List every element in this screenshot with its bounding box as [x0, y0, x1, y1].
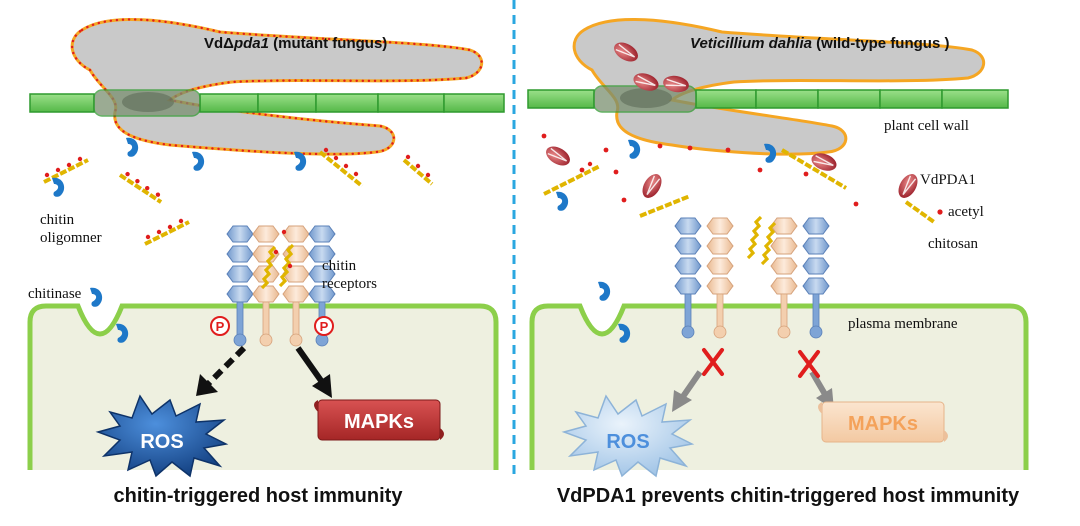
deacetylated-chitin-icon	[746, 215, 763, 260]
vdpda1-legend-icon	[893, 170, 923, 202]
svg-text:P: P	[216, 319, 225, 334]
blocked-arrow	[679, 370, 703, 400]
svg-text:MAPKs: MAPKs	[344, 411, 414, 433]
left-panel: P P ROS MAPKs VdΔpda1 (mutant fungus) ch…	[27, 18, 505, 507]
chitin-oligomer-icon	[143, 216, 191, 246]
phospho-icon: P	[210, 316, 230, 336]
chitinase-icon	[598, 281, 611, 301]
vdpda1-icon	[637, 170, 667, 202]
blocked-arrow	[809, 370, 829, 398]
phospho-icon: P	[314, 316, 334, 336]
chitinase-icon	[126, 137, 139, 157]
chitosan-icon	[639, 194, 691, 218]
plant-cell-wall-label: plant cell wall	[884, 118, 969, 134]
acetyl-dot-icon	[541, 133, 859, 207]
chitosan-icon	[543, 161, 601, 196]
right-caption: VdPDA1 prevents chitin-triggered host im…	[557, 485, 1020, 507]
chitin-oligomer-label-1: chitin	[40, 212, 75, 228]
chitinase-icon	[90, 287, 103, 307]
chitin-oligomer-label-2: oligomner	[40, 230, 102, 246]
chitinase-icon	[556, 191, 569, 211]
svg-text:P: P	[320, 319, 329, 334]
plant-cell-wall	[29, 89, 505, 117]
right-title: Veticillium dahlia (wild-type fungus )	[690, 35, 949, 52]
dashed-arrow	[205, 345, 247, 387]
chitin-receptors-label-2: receptors	[322, 276, 377, 292]
ros-burst-inactive: ROS	[561, 394, 695, 478]
chitin-oligomer-icon	[118, 160, 166, 216]
chitosan-legend-icon	[904, 200, 936, 224]
vdpda1-legend-label: VdPDA1	[920, 172, 976, 188]
chitosan-icon	[780, 148, 848, 190]
plant-cell-wall	[527, 85, 1009, 113]
plasma-membrane-label: plasma membrane	[848, 316, 958, 332]
svg-text:ROS: ROS	[140, 431, 183, 453]
solid-arrow	[295, 346, 325, 384]
mapks-box: MAPKs	[314, 399, 444, 441]
svg-text:ROS: ROS	[606, 431, 649, 453]
chitosan-legend-label: chitosan	[928, 236, 978, 252]
chitinase-icon	[628, 139, 641, 159]
ros-burst: ROS	[95, 394, 229, 478]
chitin-oligomer-icon	[318, 147, 364, 188]
chitin-oligomer-icon	[402, 154, 434, 186]
block-x-icon	[798, 350, 820, 378]
chitinase-label: chitinase	[28, 286, 82, 302]
left-caption: chitin-triggered host immunity	[114, 485, 404, 507]
chitinase-icon	[192, 151, 205, 171]
chitinase-icon	[52, 177, 65, 197]
acetyl-legend-label: acetyl	[948, 204, 984, 220]
mapks-box-inactive: MAPKs	[818, 401, 948, 443]
left-title: VdΔpda1 (mutant fungus)	[204, 35, 387, 52]
acetyl-legend-icon	[937, 209, 943, 215]
block-x-icon	[702, 348, 724, 376]
right-panel: ROS MAPKs Veticillium dahlia (wild-type …	[527, 18, 1029, 507]
chitin-oligomer-icon	[42, 154, 90, 184]
vdpda1-icon	[542, 141, 574, 171]
chitin-receptors-label-1: chitin	[322, 258, 357, 274]
svg-text:MAPKs: MAPKs	[848, 413, 918, 435]
